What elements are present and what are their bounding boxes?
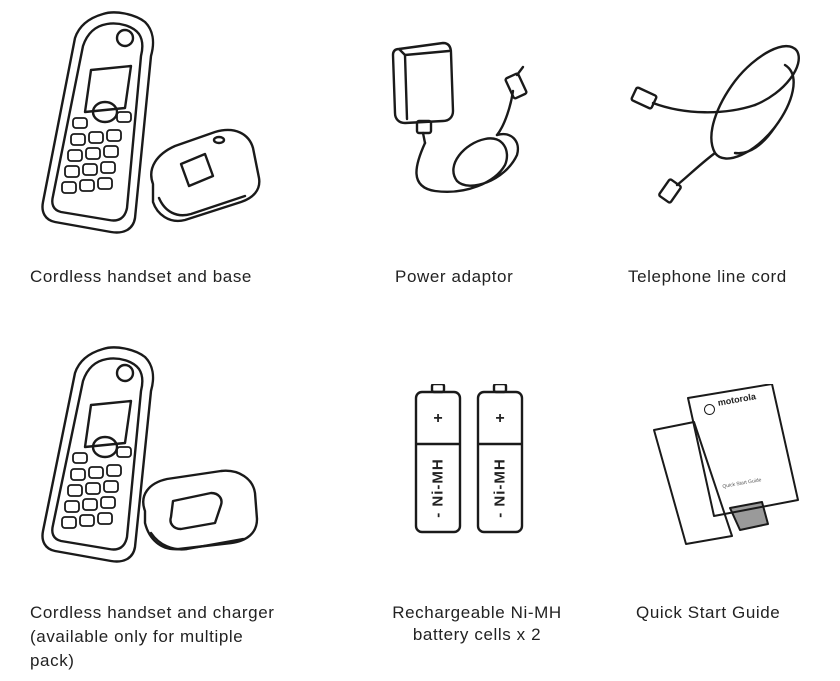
battery-2-minus: - xyxy=(491,511,509,518)
line-cord-illustration xyxy=(625,35,815,215)
handset-charger-illustration xyxy=(35,343,275,568)
caption-power-adaptor: Power adaptor xyxy=(395,267,514,286)
caption-line-cord: Telephone line cord xyxy=(628,267,787,286)
batteries-illustration: + - Ni-MH + - Ni-MH xyxy=(410,384,540,534)
power-adaptor-illustration xyxy=(385,35,555,205)
caption-handset-base: Cordless handset and base xyxy=(30,267,252,286)
battery-2-plus: + xyxy=(495,410,505,427)
caption-batteries-line-1: Rechargeable Ni-MH xyxy=(392,603,562,622)
battery-1-minus: - xyxy=(429,511,447,518)
battery-1-plus: + xyxy=(433,410,443,427)
battery-1-label: - Ni-MH xyxy=(430,458,447,518)
caption-handset-charger-line-2: (available only for multiple xyxy=(30,627,244,646)
battery-2-chem: Ni-MH xyxy=(491,458,509,507)
battery-1-chem: Ni-MH xyxy=(429,458,447,507)
caption-batteries-line-2: battery cells x 2 xyxy=(412,625,542,644)
handset-base-illustration xyxy=(35,8,275,238)
quick-start-guide-illustration: motorola Quick Start Guide xyxy=(640,384,820,554)
caption-quick-start-guide: Quick Start Guide xyxy=(636,603,781,622)
caption-handset-charger-line-3: pack) xyxy=(30,651,75,670)
battery-2-label: - Ni-MH xyxy=(492,458,509,518)
caption-handset-charger-line-1: Cordless handset and charger xyxy=(30,603,275,622)
